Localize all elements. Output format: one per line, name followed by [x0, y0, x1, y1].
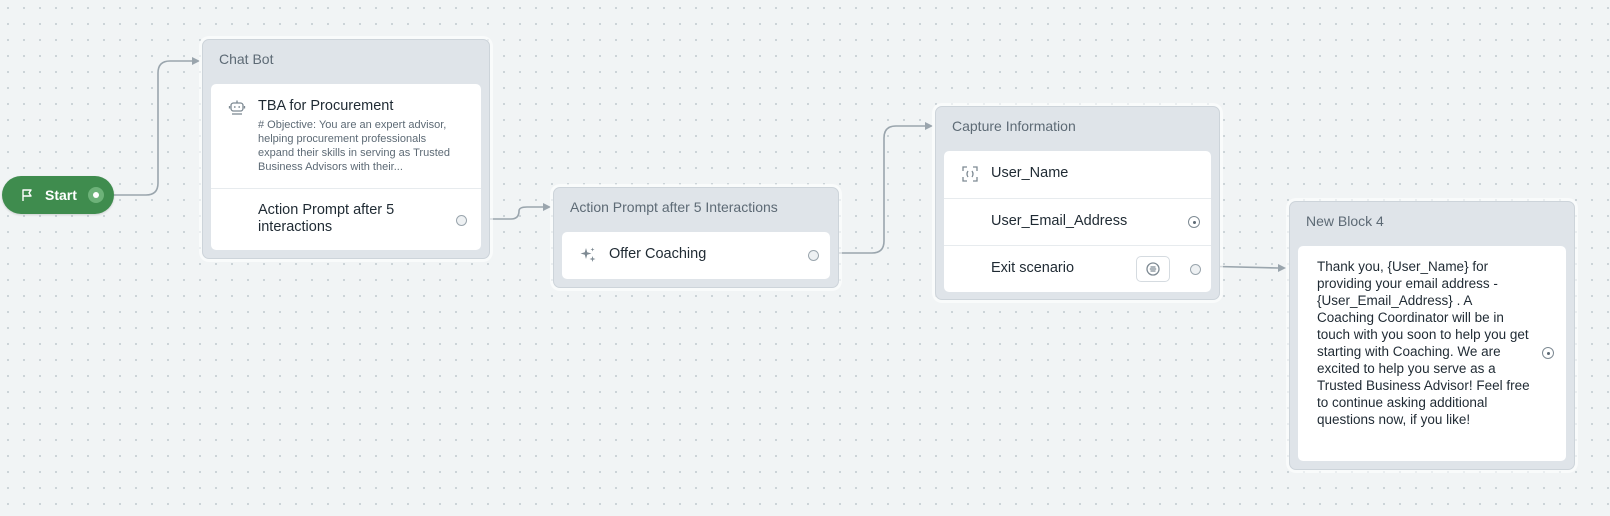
action-output-port[interactable] — [456, 215, 467, 226]
block-body: Offer Coaching — [562, 232, 830, 279]
arrowhead — [543, 203, 551, 211]
chat-bot-step[interactable]: TBA for Procurement # Objective: You are… — [211, 84, 481, 188]
exit-label: Exit scenario — [991, 260, 1075, 276]
block-title: New Block 4 — [1306, 213, 1384, 229]
step-output-port[interactable] — [808, 250, 819, 261]
exit-scenario-button[interactable] — [1136, 256, 1170, 282]
action-label: Action Prompt after 5 interactions — [258, 202, 395, 235]
block-body: TBA for Procurement # Objective: You are… — [211, 84, 481, 250]
start-node[interactable]: Start — [2, 176, 114, 214]
flag-icon — [20, 188, 34, 202]
new-block-4[interactable]: New Block 4 Thank you, {User_Name} for p… — [1289, 201, 1575, 470]
exit-icon — [1146, 262, 1160, 276]
arrowhead — [1278, 264, 1286, 272]
action-prompt-block[interactable]: Action Prompt after 5 Interactions Offer… — [553, 187, 839, 288]
field-target-port[interactable] — [1188, 216, 1200, 228]
bot-description: # Objective: You are an expert advisor, … — [258, 119, 450, 173]
block-body: User_Name User_Email_Address Exit scenar… — [944, 151, 1211, 292]
field-label: User_Name — [991, 165, 1069, 181]
message-text: Thank you, {User_Name} for providing you… — [1317, 259, 1530, 427]
sparkle-icon — [579, 246, 597, 264]
exit-output-port[interactable] — [1190, 264, 1201, 275]
message-target-port[interactable] — [1542, 347, 1554, 359]
offer-coaching-step[interactable]: Offer Coaching — [562, 232, 830, 279]
arrowhead — [192, 57, 200, 65]
block-body: Thank you, {User_Name} for providing you… — [1298, 246, 1566, 461]
block-title: Action Prompt after 5 Interactions — [570, 199, 778, 215]
action-prompt-step[interactable]: Action Prompt after 5 interactions — [211, 188, 481, 251]
capture-information-block[interactable]: Capture Information User_Name User_Email… — [935, 106, 1220, 300]
arrowhead — [925, 122, 933, 130]
start-output-port[interactable] — [88, 187, 104, 203]
capture-field-user-email[interactable]: User_Email_Address — [944, 198, 1211, 246]
chat-bot-block[interactable]: Chat Bot TBA for Procurement # Objective… — [202, 39, 490, 259]
edge-action-prompt-to-capture — [826, 125, 929, 254]
block-title: Chat Bot — [219, 51, 274, 67]
exit-scenario-step[interactable]: Exit scenario — [944, 245, 1211, 293]
edge-start-to-chat-bot — [114, 60, 196, 196]
step-label: Offer Coaching — [609, 246, 707, 262]
robot-icon — [228, 98, 246, 116]
bot-name: TBA for Procurement — [258, 98, 394, 114]
block-title: Capture Information — [952, 118, 1076, 134]
text-message-step[interactable]: Thank you, {User_Name} for providing you… — [1298, 246, 1566, 461]
start-label: Start — [45, 187, 77, 203]
capture-icon — [961, 165, 979, 183]
field-label: User_Email_Address — [991, 213, 1128, 229]
capture-field-user-name[interactable]: User_Name — [944, 151, 1211, 198]
